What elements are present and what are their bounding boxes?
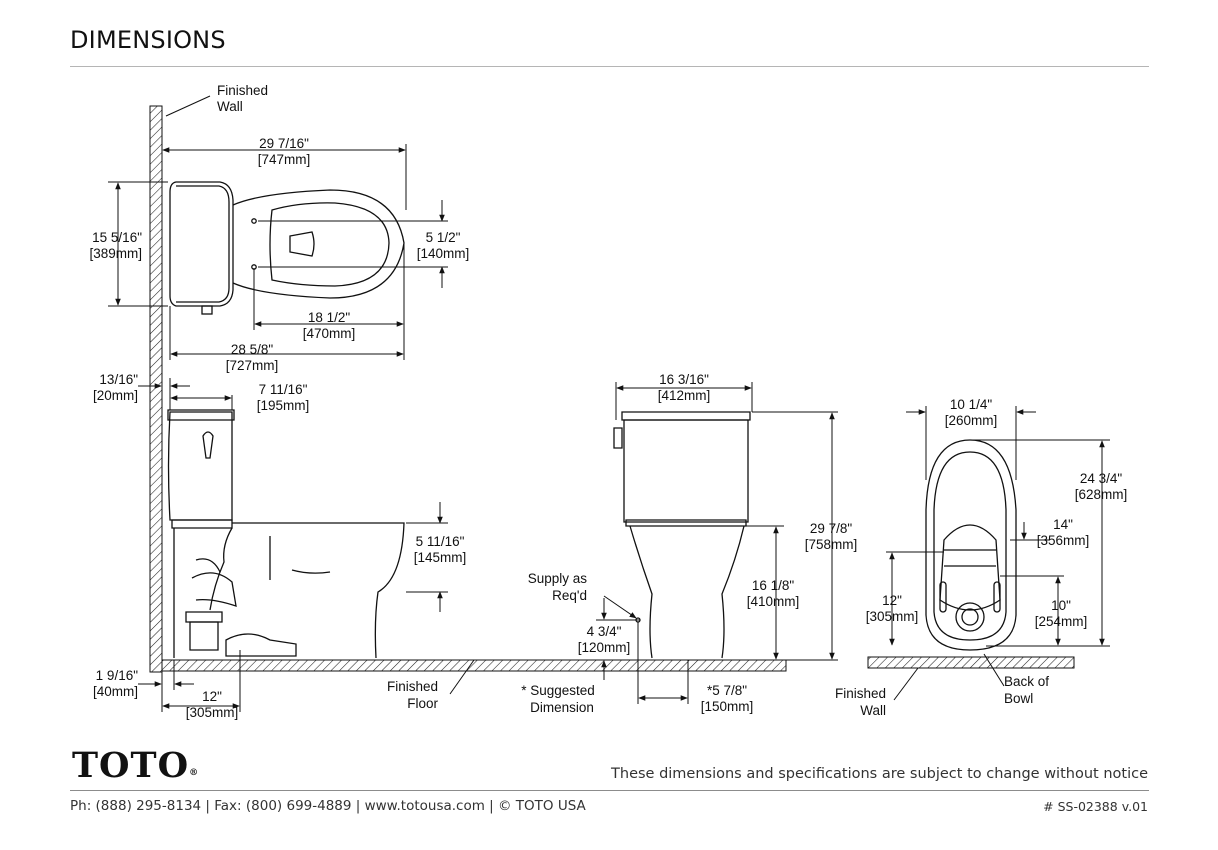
contact-info: Ph: (888) 295-8134 | Fax: (800) 699-4889… [70,798,586,814]
tank-width-side-label: 7 11/16" [259,382,308,397]
finished-floor-hatch [161,659,787,672]
document-number: # SS-02388 v.01 [1043,799,1148,814]
base-offset-label: 1 9/16" [96,668,139,683]
tank-to-bowl-front-label: 28 5/8" [231,342,274,357]
change-notice: These dimensions and specifications are … [611,766,1148,782]
svg-text:[747mm]: [747mm] [258,152,311,167]
svg-text:Floor: Floor [407,696,438,711]
bolt-12-label: 12" [882,593,902,608]
svg-text:Wall: Wall [217,99,243,114]
back-of-bowl-label: Back of [1004,674,1049,689]
svg-text:[195mm]: [195mm] [257,398,310,413]
bowl-length-label: 24 3/4" [1080,471,1123,486]
svg-text:Wall: Wall [860,703,886,718]
svg-text:[628mm]: [628mm] [1075,487,1128,502]
svg-text:[305mm]: [305mm] [866,609,919,624]
dimension-labels: Finished Wall 29 7/16" [747mm] 15 5/16" … [89,83,1127,720]
svg-text:Req'd: Req'd [552,588,587,603]
toto-logo: TOTO® [72,745,199,786]
supply-label: Supply as [528,571,588,586]
bowl-to-holes-label: 18 1/2" [308,310,351,325]
wall-gap-label: 13/16" [99,372,138,387]
finished-wall-bottom-label: Finished [835,686,886,701]
seat-holes-label: 5 1/2" [426,230,461,245]
supply-offset-label: *5 7/8" [707,683,747,698]
overall-length-label: 29 7/16" [259,136,309,151]
front-view [613,411,751,659]
bottom-view [925,439,1017,651]
svg-text:[150mm]: [150mm] [701,699,754,714]
svg-text:Bowl: Bowl [1004,691,1033,706]
svg-text:[260mm]: [260mm] [945,413,998,428]
suggested-dimension-note: * Suggested [521,683,595,698]
footer-divider [70,790,1149,791]
svg-text:[20mm]: [20mm] [93,388,138,403]
svg-text:[389mm]: [389mm] [89,246,142,261]
svg-text:[40mm]: [40mm] [93,684,138,699]
rough-in-label: 12" [202,689,222,704]
overall-height-label: 29 7/8" [810,521,853,536]
svg-text:[410mm]: [410mm] [747,594,800,609]
svg-text:[140mm]: [140mm] [417,246,470,261]
svg-text:[145mm]: [145mm] [414,550,467,565]
page-title: DIMENSIONS [70,26,226,54]
svg-text:[356mm]: [356mm] [1037,533,1090,548]
finished-wall-top-label: Finished [217,83,268,98]
dimension-lines [108,95,1110,712]
finished-floor-label: Finished [387,679,438,694]
bolt-spacing-14-label: 14" [1053,517,1073,532]
svg-text:[254mm]: [254mm] [1035,614,1088,629]
tank-depth-label: 15 5/16" [92,230,142,245]
trapway-height-label: 5 11/16" [416,534,465,549]
plan-view [169,181,405,315]
svg-text:[305mm]: [305mm] [186,705,239,720]
bolt-10-label: 10" [1051,598,1071,613]
svg-text:[470mm]: [470mm] [303,326,356,341]
svg-text:Dimension: Dimension [530,700,594,715]
tank-width-front-label: 16 3/16" [659,372,709,387]
svg-text:[412mm]: [412mm] [658,388,711,403]
finished-wall-hatch [149,105,163,673]
floor-hatch-right [867,656,1075,669]
title-divider [70,66,1149,67]
svg-text:[727mm]: [727mm] [226,358,279,373]
rim-height-label: 16 1/8" [752,578,795,593]
side-view [167,409,405,659]
svg-text:[120mm]: [120mm] [578,640,631,655]
svg-text:[758mm]: [758mm] [805,537,858,552]
bowl-width-label: 10 1/4" [950,397,993,412]
supply-height-label: 4 3/4" [587,624,622,639]
